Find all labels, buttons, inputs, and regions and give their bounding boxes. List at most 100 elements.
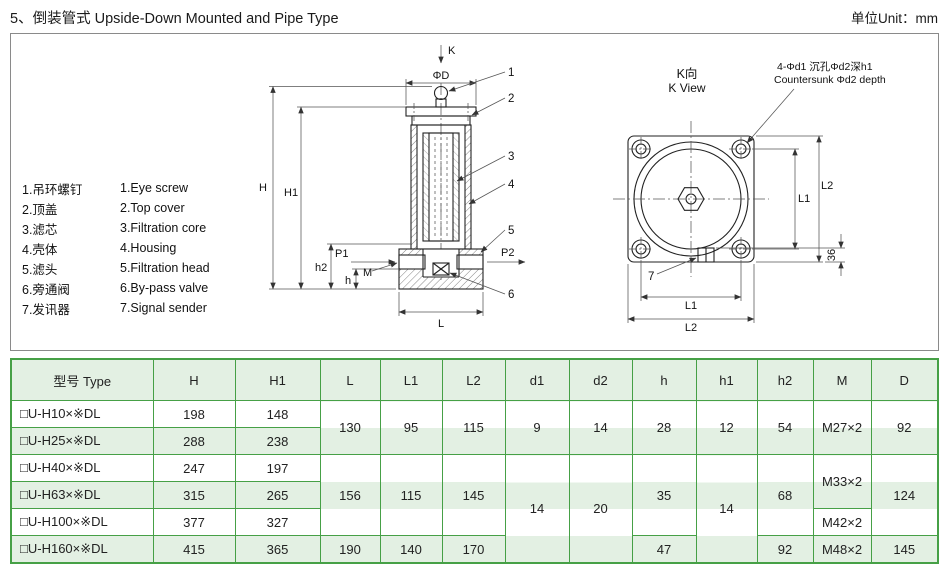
cell-d1: 9 [504,400,570,455]
spec-table: 型号 Type H H1 L L1 L2 d1 d2 h h1 h2 M D □… [10,358,939,564]
flange-face [613,121,769,277]
dim-label-36: 36 [826,249,838,261]
cell-h2: 54 [756,400,814,455]
table-row: □U-H25×※DL 288 238 [10,427,938,455]
cell-M: M27×2 [812,400,872,455]
cell-h2: 68 [756,454,814,536]
col-header-d2: d2 [568,358,633,401]
dim-label-L2-bottom: L2 [685,322,697,334]
part-name-en: 6.By-pass valve [120,281,209,295]
col-header-H1: H1 [234,358,321,401]
cell-H: 288 [152,427,236,455]
dim-label-L2-side: L2 [821,180,833,192]
cell-H1: 327 [234,508,321,536]
cell-L: 190 [319,535,381,564]
cell-L1: 115 [379,454,443,536]
col-header-d1: d1 [504,358,570,401]
dim-label-L1-side: L1 [798,193,810,205]
col-header-H: H [152,358,236,401]
table-row: □U-H160×※DL 415 365 190 140 170 47 92 M4… [10,535,939,564]
col-header-D: D [870,358,939,401]
port-label-P1: P1 [335,248,348,260]
cell-type: □U-H10×※DL [10,400,154,428]
k-view-title-en: K View [668,81,705,95]
cell-H: 377 [152,508,236,536]
cell-M: M48×2 [812,535,872,564]
countersink-note-en: Countersunk Φd2 depth [774,74,886,86]
part-name-cn: 6.旁通阀 [22,282,70,297]
k-view-titles: K向 K View 4-Φd1 沉孔Φd2深h1 Countersunk Φd2… [668,60,886,144]
legend-item: 6.旁通阀 6.By-pass valve [22,278,210,298]
cell-H1: 265 [234,481,321,509]
cell-h: 28 [631,400,697,455]
cell-M: M33×2 [812,454,872,509]
k-view-drawing: K向 K View 4-Φd1 沉孔Φd2深h1 Countersunk Φd2… [613,60,886,334]
callout-7: 7 [648,271,654,283]
cell-D: 92 [870,400,939,455]
cell-L: 130 [319,400,381,455]
callout-3: 3 [508,151,514,163]
callout-5: 5 [508,225,514,237]
col-header-L: L [319,358,381,401]
countersink-note-cn: 4-Φd1 沉孔Φd2深h1 [777,60,873,73]
col-header-h1: h1 [695,358,758,401]
dim-label-H1: H1 [284,187,298,199]
cell-M: M42×2 [812,508,872,536]
part-name-cn: 4.壳体 [22,242,58,257]
cell-L2: 145 [441,454,506,536]
col-header-h2: h2 [756,358,814,401]
col-header-L2: L2 [441,358,506,401]
cell-H: 198 [152,400,236,428]
dim-label-M: M [363,267,372,279]
cell-L1: 95 [379,400,443,455]
cell-type: □U-H40×※DL [10,454,154,482]
part-name-en: 4.Housing [120,241,177,255]
dim-label-h: h [345,275,351,287]
dim-label-L: L [438,318,444,330]
cell-H: 415 [152,535,236,564]
callout-1: 1 [508,67,514,79]
legend-item: 4.壳体 4.Housing [22,238,210,258]
part-name-en: 1.Eye screw [120,181,189,195]
cell-d2: 14 [568,400,633,455]
port-label-P2: P2 [501,247,514,259]
cell-L: 156 [319,454,381,536]
cell-type: □U-H63×※DL [10,481,154,509]
dim-label-H: H [259,182,267,194]
cell-H1: 148 [234,400,321,428]
part-name-cn: 1.吊环螺钉 [22,182,83,197]
table-row: □U-H10×※DL 198 148 130 95 115 9 14 28 12… [10,400,939,455]
col-header-type: 型号 Type [10,358,154,401]
table-row: □U-H63×※DL 315 265 [10,481,938,509]
cell-type: □U-H25×※DL [10,427,154,455]
part-name-cn: 7.发讯器 [22,302,70,317]
cell-H: 247 [152,454,236,482]
front-view-callouts: 1 2 3 4 5 6 [448,67,515,301]
cell-h2: 92 [756,535,814,564]
part-name-en: 3.Filtration core [120,221,207,235]
cell-D: 145 [870,535,939,564]
part-name-cn: 5.滤头 [22,262,58,277]
cell-H1: 238 [234,427,321,455]
cell-type: □U-H100×※DL [10,508,154,536]
table-header-row: 型号 Type H H1 L L1 L2 d1 d2 h h1 h2 M D [10,358,939,401]
front-section-view: K ΦD H H1 h2 [259,45,526,330]
col-header-h: h [631,358,697,401]
legend-item: 1.吊环螺钉 1.Eye screw [22,178,210,198]
cell-L2: 115 [441,400,506,455]
col-header-L1: L1 [379,358,443,401]
dim-label-phi-d: ΦD [433,70,450,82]
cell-h: 47 [631,535,697,564]
filter-body [398,83,484,290]
table-row: □U-H100×※DL 377 327 M42×2 [10,508,938,536]
page-title: 5、倒装管式 Upside-Down Mounted and Pipe Type [10,11,339,27]
dim-label-h2: h2 [315,262,327,274]
cell-d2: 20 [568,454,633,564]
callout-4: 4 [508,179,515,191]
cell-d1: 14 [504,454,570,564]
